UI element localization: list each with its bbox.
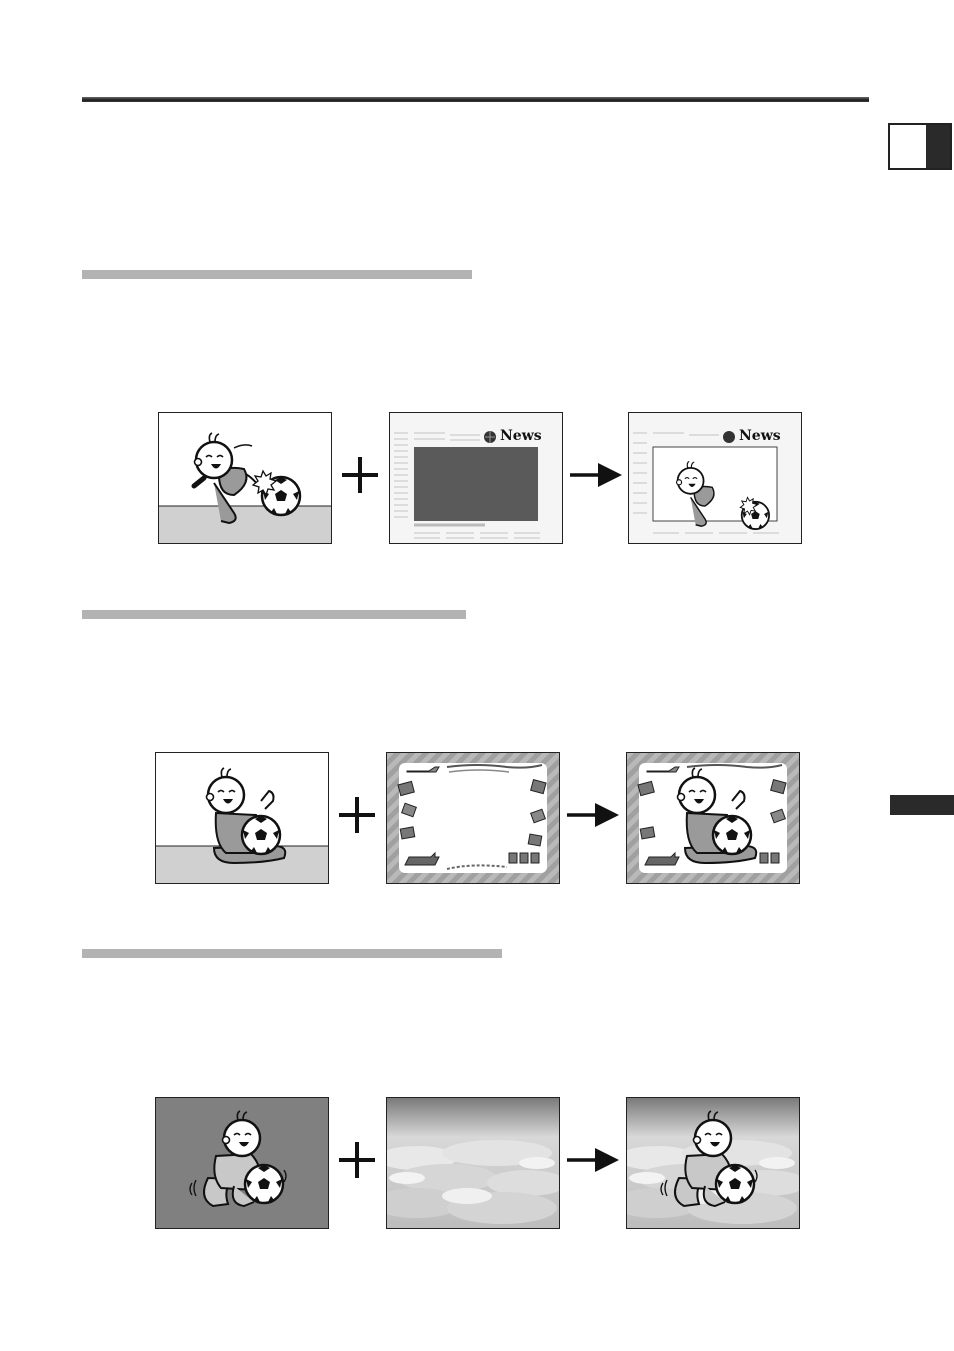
section-2-heading-bar: [82, 610, 466, 619]
plus-icon: [337, 795, 377, 835]
section-1-newspaper-overlay: News: [389, 412, 563, 544]
chapter-tab-fill: [926, 125, 950, 168]
section-1-heading-bar: [82, 270, 472, 279]
header-rule: [82, 97, 869, 102]
arrow-right-icon: [567, 1145, 619, 1175]
newspaper-headline: News: [500, 428, 542, 444]
section-2-travel-frame-overlay: [386, 752, 560, 884]
section-1-result-image: News: [628, 412, 802, 544]
section-index-bar: [890, 795, 954, 815]
section-3-clouds-overlay: [386, 1097, 560, 1229]
plus-icon: [340, 455, 380, 495]
section-3-source-image: [155, 1097, 329, 1229]
arrow-right-icon: [570, 460, 622, 490]
result-newspaper-headline: News: [739, 428, 781, 444]
section-3-result-image: [626, 1097, 800, 1229]
chapter-tab: [888, 123, 952, 170]
section-2-source-image: [155, 752, 329, 884]
arrow-right-icon: [567, 800, 619, 830]
section-3-heading-bar: [82, 949, 502, 958]
section-2-result-image: [626, 752, 800, 884]
plus-icon: [337, 1140, 377, 1180]
section-1-source-image: [158, 412, 332, 544]
